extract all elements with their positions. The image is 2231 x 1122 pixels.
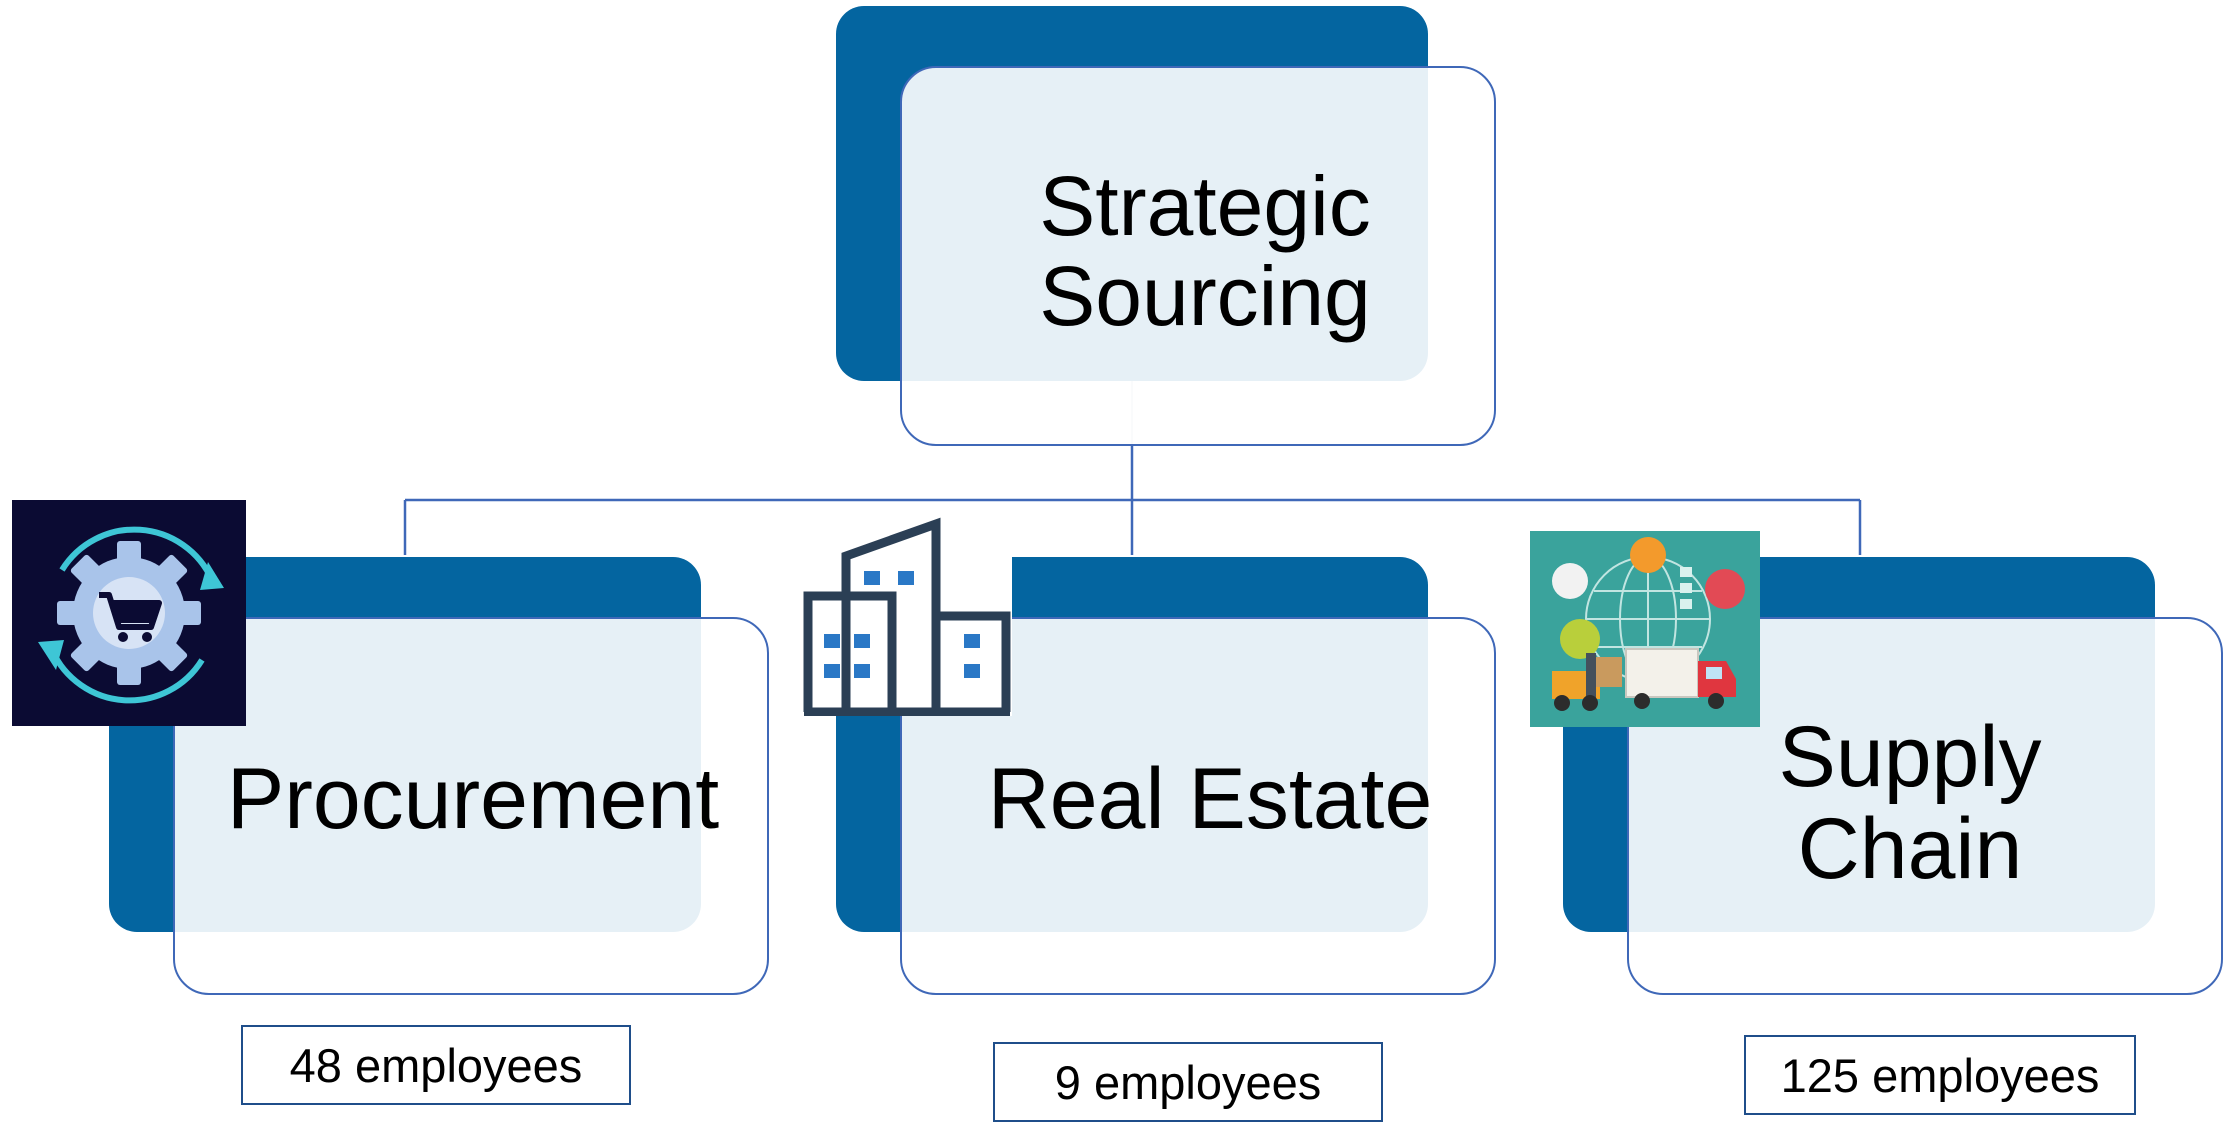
root-node-box: Strategic Sourcing (900, 66, 1496, 446)
procurement-label: Procurement (226, 750, 720, 847)
real-estate-employee-count: 9 employees (993, 1042, 1383, 1122)
procurement-gear-cart-icon (12, 500, 246, 726)
real-estate-node-box: Real Estate (900, 617, 1496, 995)
root-node-label: Strategic Sourcing (1039, 159, 1371, 343)
supply-chain-label: Supply Chain (1778, 708, 2042, 897)
supply-chain-employee-count: 125 employees (1744, 1035, 2136, 1115)
procurement-employee-count: 48 employees (241, 1025, 631, 1105)
logistics-globe-truck-icon (1530, 531, 1760, 727)
procurement-node-box: Procurement (173, 617, 769, 995)
office-building-icon (802, 516, 1012, 716)
real-estate-label: Real Estate (987, 750, 1433, 847)
